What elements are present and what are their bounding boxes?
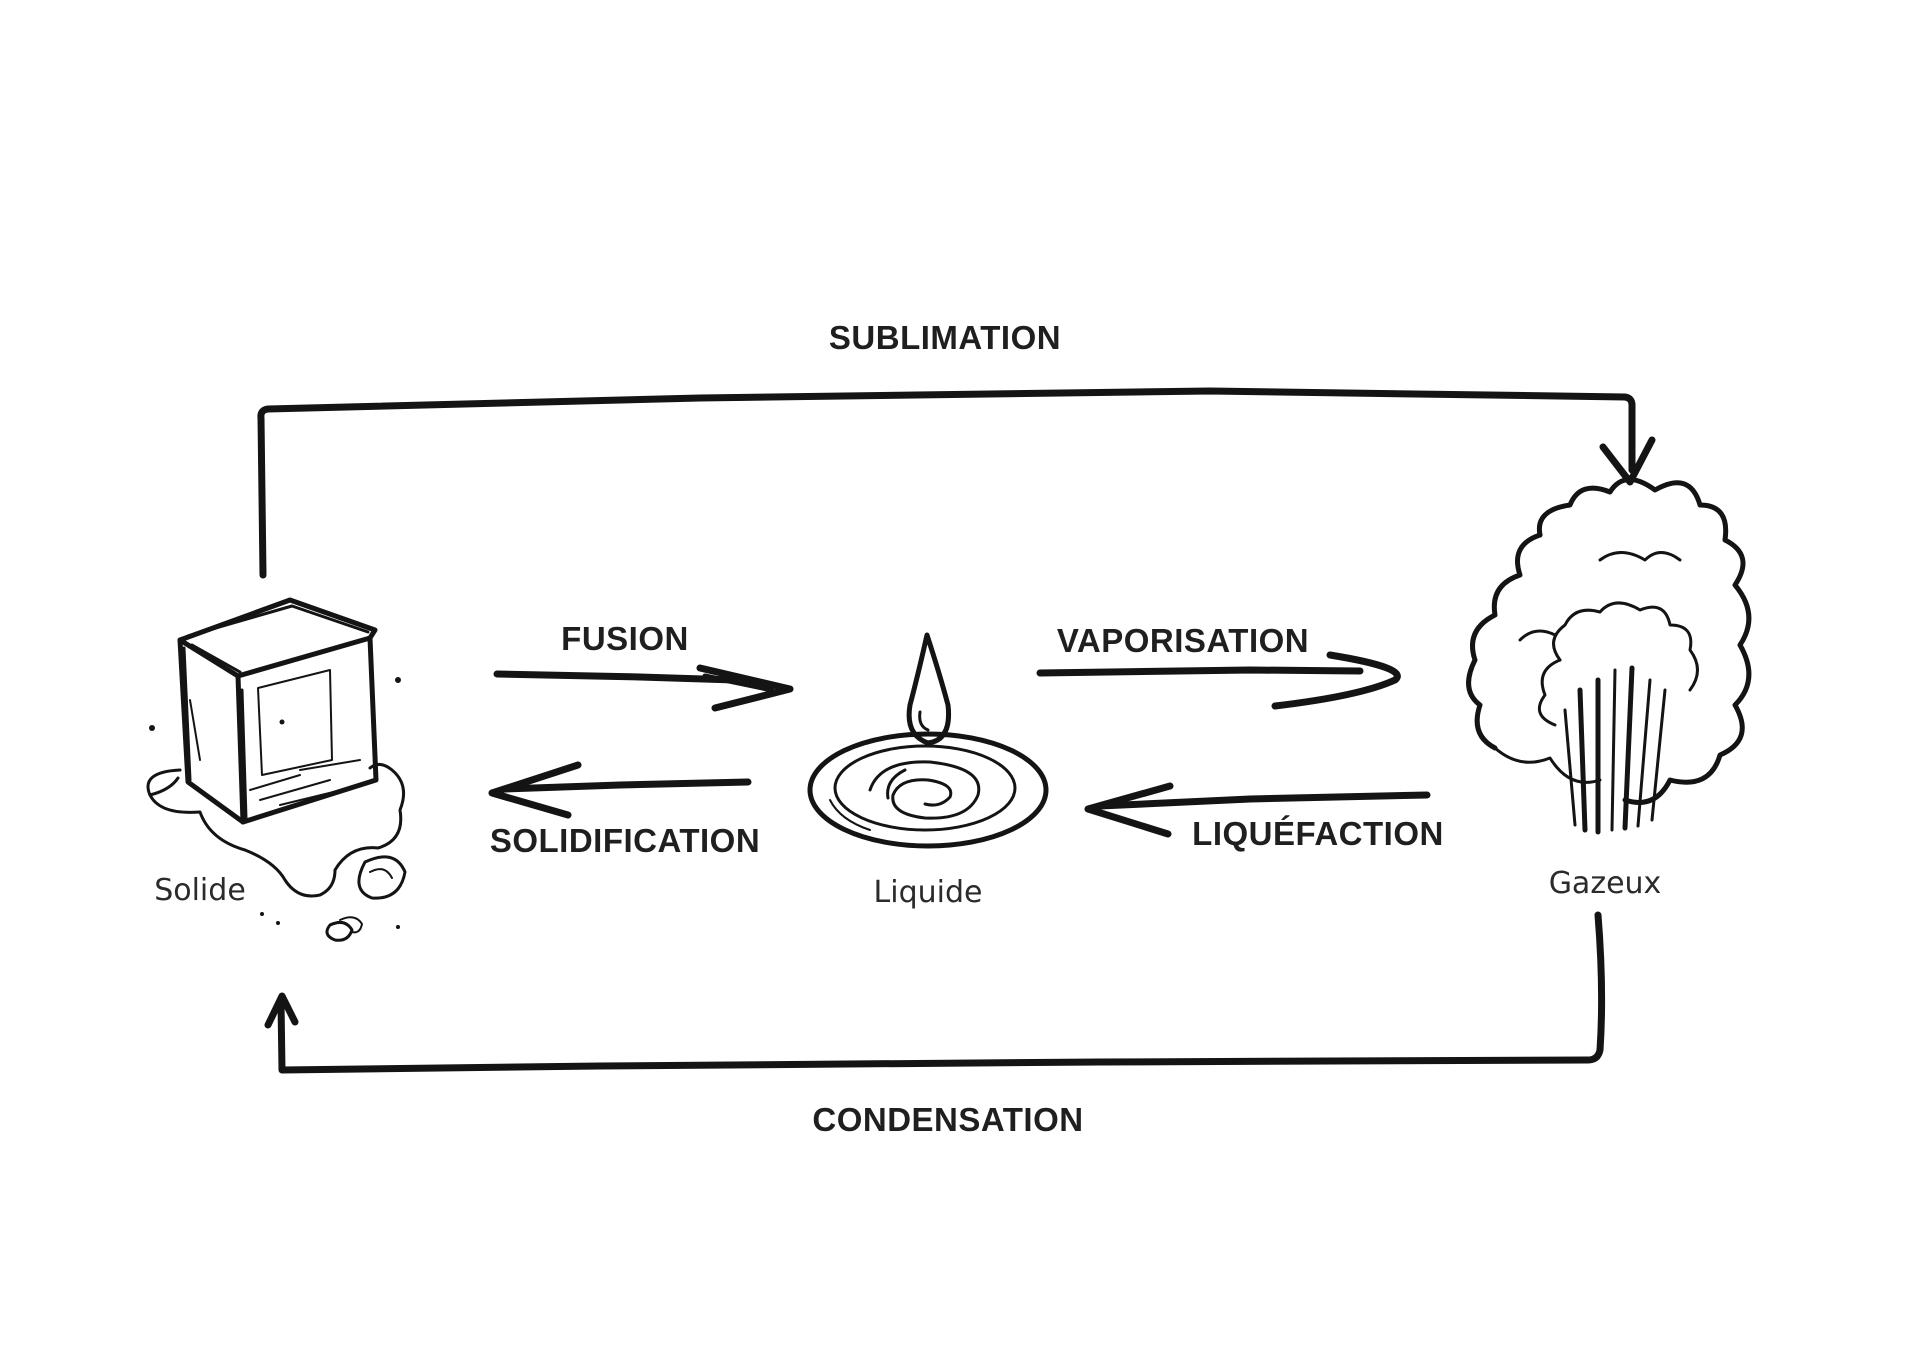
water-drop-icon xyxy=(807,632,1049,849)
solid-label: Solide xyxy=(154,873,246,908)
liquefaction-label: LIQUÉFACTION xyxy=(1192,815,1444,852)
gas-label: Gazeux xyxy=(1549,866,1662,901)
fusion-arrow xyxy=(493,664,794,712)
sublimation-arrow xyxy=(257,387,1656,579)
vaporisation-arrow xyxy=(1036,651,1401,710)
sublimation-label: SUBLIMATION xyxy=(829,319,1061,356)
condensation-label: CONDENSATION xyxy=(812,1101,1083,1138)
ice-cube-icon xyxy=(146,597,407,942)
cloud-icon xyxy=(1466,477,1752,835)
fusion-label: FUSION xyxy=(561,620,689,657)
condensation-arrow xyxy=(264,911,1606,1074)
liquid-label: Liquide xyxy=(874,875,983,910)
liquefaction-arrow xyxy=(1084,782,1431,838)
solidification-arrow xyxy=(488,761,752,819)
vaporisation-label: VAPORISATION xyxy=(1057,622,1309,659)
solidification-label: SOLIDIFICATION xyxy=(490,822,760,859)
